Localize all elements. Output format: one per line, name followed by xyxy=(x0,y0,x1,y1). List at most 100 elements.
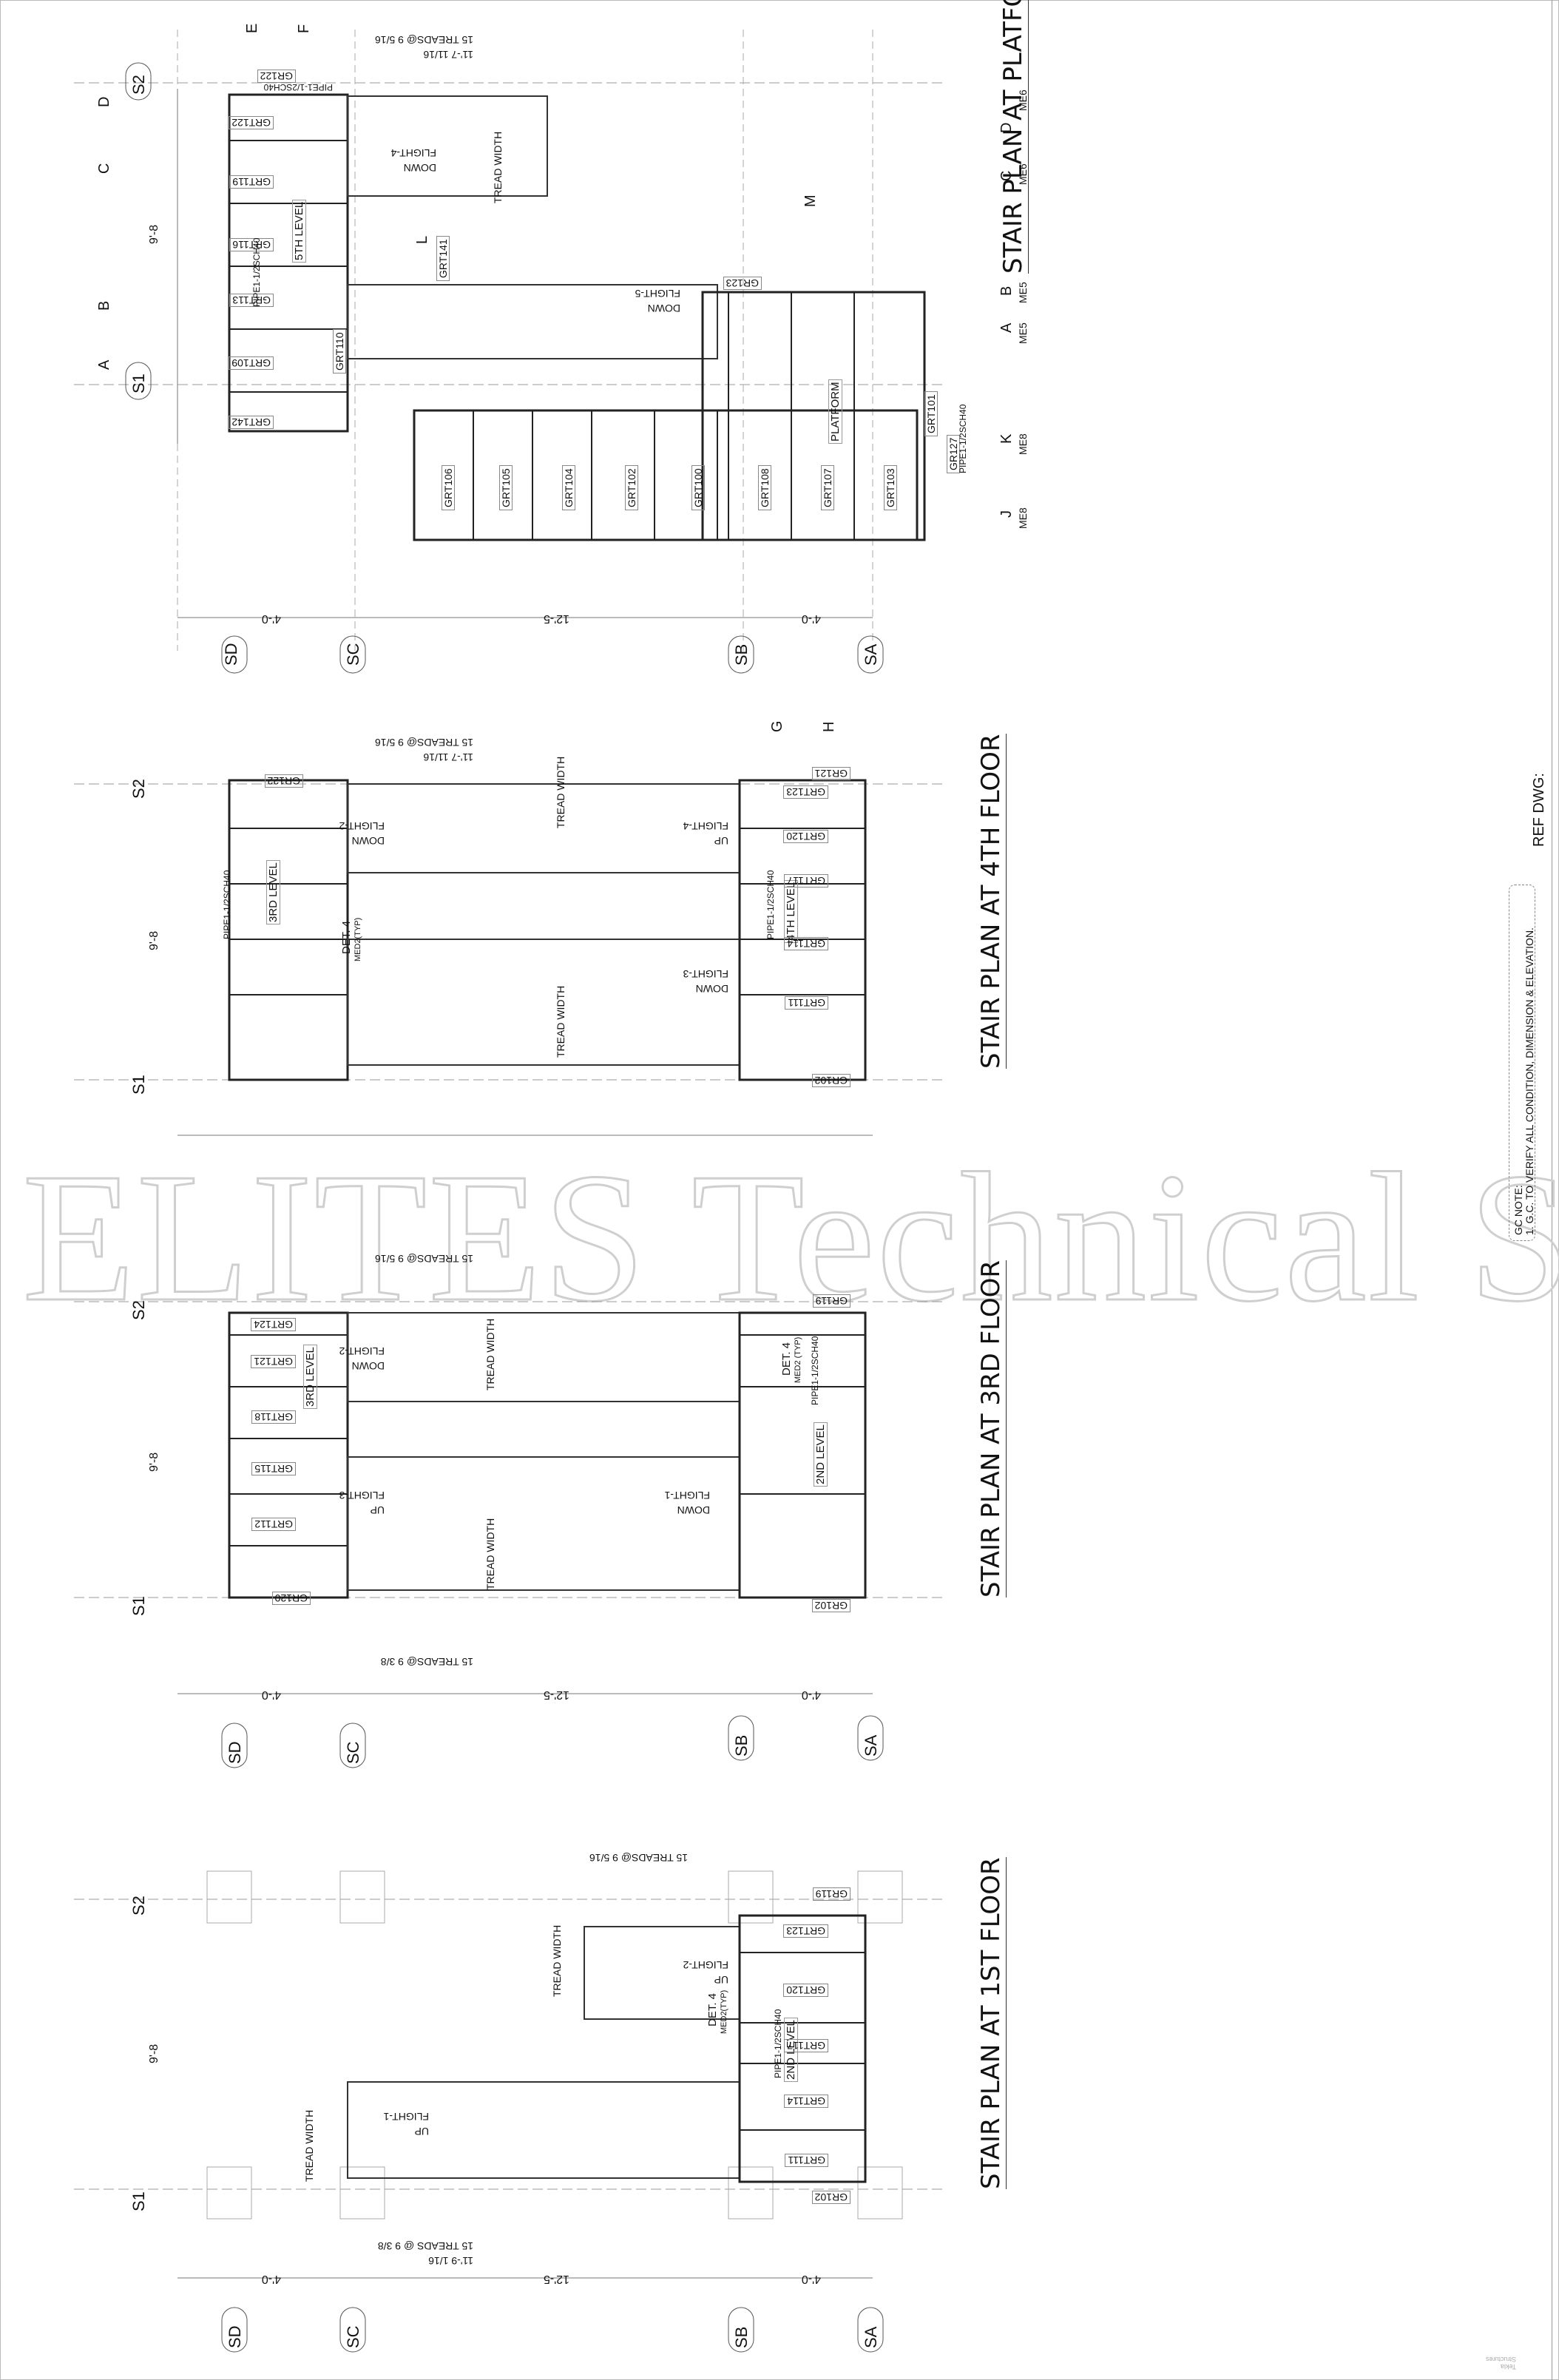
ref-dwg-label: REF DWG: xyxy=(1531,773,1547,847)
grating-label: GRT120 xyxy=(783,1984,828,1997)
grating-label: GRT105 xyxy=(499,465,513,510)
grating-label: GRT119 xyxy=(229,175,274,189)
grid-label-sb-3rd: SB xyxy=(732,1734,751,1757)
dim-overall-platform: 9'-8 xyxy=(148,224,160,244)
pipe-spec: PIPE1-1/2SCH40 xyxy=(222,870,232,939)
grating-label: GRT111 xyxy=(785,996,828,1010)
flight-direction: DOWN xyxy=(403,162,436,174)
grating-label: GRT100 xyxy=(691,465,705,510)
grid-label-sa: SA xyxy=(862,643,880,666)
section-mark-b: B xyxy=(96,300,112,311)
detail-callout: DET. 4 xyxy=(340,920,353,954)
guardrail-tag: GR102 xyxy=(811,1599,850,1612)
guardrail-tag: GR120 xyxy=(271,1592,311,1605)
grating-label: GRT109 xyxy=(229,356,274,370)
grid-label-s1-4th: S1 xyxy=(129,1075,148,1095)
grating-label: GRT114 xyxy=(784,2095,828,2108)
flight-label: FLIGHT-3 xyxy=(683,968,728,980)
grating-label: GRT115 xyxy=(251,1462,296,1475)
gc-note-title: GC NOTE: xyxy=(1512,1185,1524,1235)
section-mark-h: H xyxy=(821,721,837,732)
guardrail-tag: GR119 xyxy=(812,1294,850,1308)
treads-note: 15 TREADS@ 9 5/16 xyxy=(374,737,473,748)
grating-label: GRT117 xyxy=(784,2039,828,2052)
gc-note-cloud xyxy=(1509,885,1535,1241)
treads-note: 15 TREADS@ 9 3/8 xyxy=(380,1656,473,1668)
plan-1st-lines xyxy=(74,1870,947,2353)
flight-label: FLIGHT-5 xyxy=(635,288,680,300)
grating-label: GRT110 xyxy=(333,329,346,373)
tread-width-label: TREAD WIDTH xyxy=(303,2109,315,2182)
detail-ref: MED2 (TYP) xyxy=(794,1336,802,1383)
grid-label-sb-1st: SB xyxy=(732,2326,751,2348)
section-sheet-ref: ME5 xyxy=(1017,322,1029,344)
plan-4th-lines xyxy=(74,779,947,1136)
run-dimension: 11'-9 1/16 xyxy=(428,2255,473,2267)
grid-label-sd-1st: SD xyxy=(226,2325,244,2348)
flight-direction: UP xyxy=(414,2126,429,2137)
flight-direction: DOWN xyxy=(351,835,385,847)
dim-col-sb-sa-1st: 4'-0 xyxy=(801,2273,821,2285)
dim-col-sd-sc: 4'-0 xyxy=(261,612,281,625)
grating-label: GRT101 xyxy=(924,391,938,436)
grid-label-sa-1st: SA xyxy=(862,2326,880,2348)
grid-label-s2-1st: S2 xyxy=(129,1896,148,1916)
plan-title-3rd-floor: STAIR PLAN AT 3RD FLOOR xyxy=(976,1260,1007,1598)
flight-direction: DOWN xyxy=(647,302,680,314)
grating-label: GRT124 xyxy=(251,1318,296,1331)
grating-label: GRT106 xyxy=(442,465,455,510)
flight-label: FLIGHT-4 xyxy=(683,820,728,832)
guardrail-tag: GR123 xyxy=(723,277,762,290)
pipe-spec: PIPE1-1/2SCH40 xyxy=(765,870,776,939)
tread-width-label: TREAD WIDTH xyxy=(555,756,567,828)
grating-label: GRT118 xyxy=(251,1410,296,1424)
run-dimension: 11'-7 11/16 xyxy=(423,49,473,61)
treads-note: 15 TREADS@ 9 5/16 xyxy=(589,1852,688,1864)
guardrail-tag: GR121 xyxy=(811,767,850,780)
section-mark-e: E xyxy=(244,23,260,33)
pipe-spec: PIPE1-1/2SCH40 xyxy=(810,1336,820,1405)
grid-label-s1: S1 xyxy=(129,373,148,393)
level-label: 4TH LEVEL xyxy=(784,879,798,943)
grating-label: GRT120 xyxy=(783,830,828,843)
grating-label: GRT122 xyxy=(229,116,274,129)
grid-label-s1-3rd: S1 xyxy=(129,1596,148,1616)
guardrail-tag: GR122 xyxy=(264,774,303,788)
section-mark-a: A xyxy=(96,359,112,370)
section-sheet-ref: ME5 xyxy=(1017,282,1029,303)
flight-label: FLIGHT-3 xyxy=(339,1490,385,1501)
grating-label: GRT108 xyxy=(758,465,771,510)
plan-title-4th-floor: STAIR PLAN AT 4TH FLOOR xyxy=(976,734,1007,1069)
grating-label: GRT114 xyxy=(784,937,828,950)
section-mark-d: D xyxy=(96,96,112,107)
grating-label: GRT117 xyxy=(784,874,828,888)
section-mark-f: F xyxy=(296,24,312,33)
grid-label-s2-3rd: S2 xyxy=(129,1300,148,1320)
plan-title-1st-floor: STAIR PLAN AT 1ST FLOOR xyxy=(976,1857,1007,2189)
section-mark-m: M xyxy=(802,195,819,207)
guardrail-tag: GR102 xyxy=(811,1074,850,1087)
level-label: 3RD LEVEL xyxy=(303,1345,317,1409)
section-mark-d-right: D xyxy=(998,122,1015,133)
dim-col-sd-sc-1st: 4'-0 xyxy=(261,2273,281,2285)
treads-note: 15 TREADS @ 9 3/8 xyxy=(377,2240,473,2252)
section-mark-b-right: B xyxy=(998,285,1015,296)
section-mark-l: L xyxy=(414,235,430,244)
grid-label-sd-3rd: SD xyxy=(226,1741,244,1764)
section-mark-g: G xyxy=(769,720,785,732)
gc-note-text: 1. G.C. TO VERIFY ALL CONDITION, DIMENSI… xyxy=(1524,927,1535,1235)
dim-col-sd-sc-3rd: 4'-0 xyxy=(261,1688,281,1701)
guardrail-tag: GR119 xyxy=(812,1887,850,1901)
section-sheet-ref: ME6 xyxy=(1017,163,1029,185)
grating-label: GRT112 xyxy=(251,1518,296,1531)
section-sheet-ref: ME8 xyxy=(1017,433,1029,455)
grid-label-s2: S2 xyxy=(129,75,148,95)
flight-label: FLIGHT-1 xyxy=(383,2111,429,2123)
grid-label-sc-3rd: SC xyxy=(344,1741,362,1764)
guardrail-tag: GR122 xyxy=(257,70,296,83)
pipe-spec: PIPE1-1/2SCH40 xyxy=(251,237,262,307)
plan-title-platform: STAIR PLAN AT PLATFORM xyxy=(998,0,1029,274)
level-label: 3RD LEVEL xyxy=(266,860,280,924)
flight-direction: UP xyxy=(714,835,728,847)
